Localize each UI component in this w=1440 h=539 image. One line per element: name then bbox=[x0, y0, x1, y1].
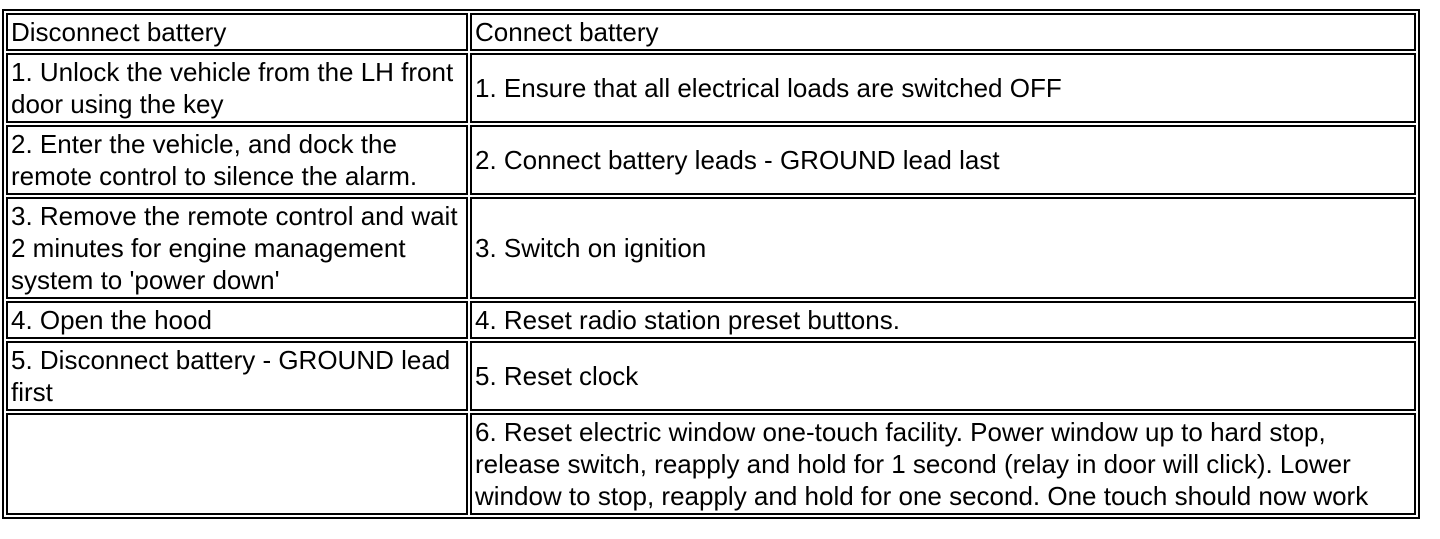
disconnect-step-cell: 5. Disconnect battery - GROUND lead firs… bbox=[6, 341, 468, 411]
battery-procedure-table: Disconnect battery Connect battery 1. Un… bbox=[2, 9, 1420, 519]
table-row: 4. Open the hood 4. Reset radio station … bbox=[6, 301, 1416, 339]
table-row: 6. Reset electric window one-touch facil… bbox=[6, 413, 1416, 515]
header-row: Disconnect battery Connect battery bbox=[6, 13, 1416, 51]
connect-step-cell: 1. Ensure that all electrical loads are … bbox=[470, 53, 1416, 123]
connect-battery-header: Connect battery bbox=[470, 13, 1416, 51]
connect-step-cell: 6. Reset electric window one-touch facil… bbox=[470, 413, 1416, 515]
table-row: 2. Enter the vehicle, and dock the remot… bbox=[6, 125, 1416, 195]
table-row: 3. Remove the remote control and wait 2 … bbox=[6, 197, 1416, 299]
table-row: 5. Disconnect battery - GROUND lead firs… bbox=[6, 341, 1416, 411]
table-row: 1. Unlock the vehicle from the LH front … bbox=[6, 53, 1416, 123]
disconnect-step-cell: 2. Enter the vehicle, and dock the remot… bbox=[6, 125, 468, 195]
disconnect-step-cell: 4. Open the hood bbox=[6, 301, 468, 339]
disconnect-step-cell-empty bbox=[6, 413, 468, 515]
disconnect-step-cell: 3. Remove the remote control and wait 2 … bbox=[6, 197, 468, 299]
disconnect-battery-header: Disconnect battery bbox=[6, 13, 468, 51]
connect-step-cell: 5. Reset clock bbox=[470, 341, 1416, 411]
disconnect-step-cell: 1. Unlock the vehicle from the LH front … bbox=[6, 53, 468, 123]
connect-step-cell: 2. Connect battery leads - GROUND lead l… bbox=[470, 125, 1416, 195]
connect-step-cell: 4. Reset radio station preset buttons. bbox=[470, 301, 1416, 339]
connect-step-cell: 3. Switch on ignition bbox=[470, 197, 1416, 299]
